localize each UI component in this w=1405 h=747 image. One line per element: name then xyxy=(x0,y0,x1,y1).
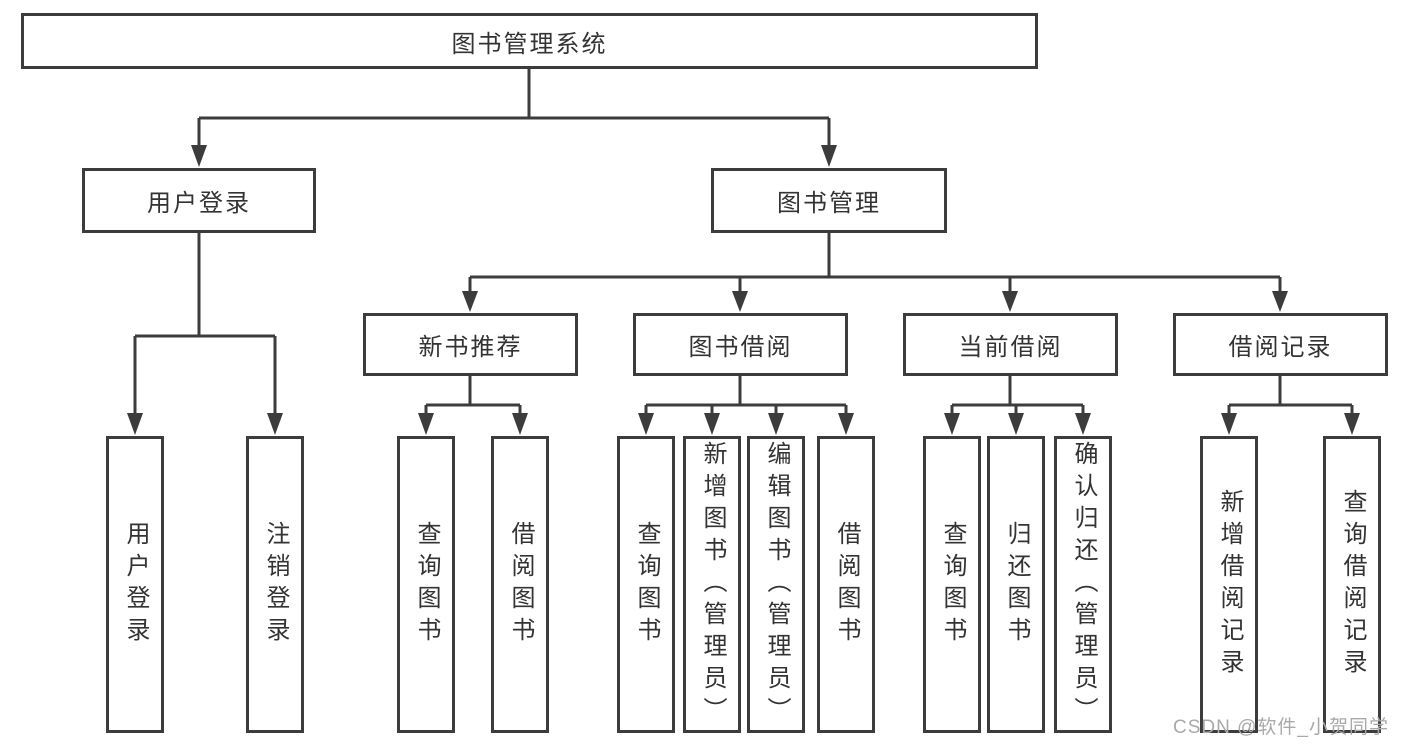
node-new-book-recommendation: 新书推荐 xyxy=(363,313,578,376)
node-leaf-query-books-recommend: 查询图书 xyxy=(397,436,455,733)
node-leaf-user-login: 用户登录 xyxy=(106,436,164,733)
node-label: 查询借阅记录 xyxy=(1339,488,1366,681)
node-leaf-return-book: 归还图书 xyxy=(987,436,1045,733)
node-current-borrowing: 当前借阅 xyxy=(903,313,1118,376)
node-label: 查询图书 xyxy=(939,520,966,649)
node-book-borrowing: 图书借阅 xyxy=(633,313,848,376)
node-user-login: 用户登录 xyxy=(82,168,316,233)
node-leaf-logout: 注销登录 xyxy=(246,436,304,733)
node-borrowing-records: 借阅记录 xyxy=(1173,313,1388,376)
node-leaf-edit-book-admin: 编辑图书（管理员） xyxy=(747,436,805,733)
node-label: 新书推荐 xyxy=(418,334,523,361)
node-label: 注销登录 xyxy=(262,520,289,649)
node-label: 图书管理系统 xyxy=(451,30,608,58)
node-book-management: 图书管理 xyxy=(711,168,947,233)
node-label: 图书借阅 xyxy=(688,334,793,361)
node-label: 借阅图书 xyxy=(507,520,534,649)
node-leaf-query-books-borrowing: 查询图书 xyxy=(617,436,675,733)
connector-arrowheads xyxy=(127,145,1360,435)
node-label: 用户登录 xyxy=(122,520,149,649)
node-label: 新增借阅记录 xyxy=(1216,488,1243,681)
node-label: 用户登录 xyxy=(147,190,251,217)
node-label: 查询图书 xyxy=(413,520,440,649)
node-label: 查询图书 xyxy=(633,520,660,649)
node-leaf-add-book-admin: 新增图书（管理员） xyxy=(683,436,741,733)
node-label: 编辑图书（管理员） xyxy=(763,440,790,729)
node-label: 借阅记录 xyxy=(1228,334,1333,361)
node-leaf-query-borrow-record: 查询借阅记录 xyxy=(1323,436,1381,733)
csdn-watermark: CSDN @软件_小贺同学 xyxy=(1173,717,1389,738)
node-label: 当前借阅 xyxy=(958,334,1063,361)
node-library-management-system: 图书管理系统 xyxy=(21,13,1038,69)
node-label: 图书管理 xyxy=(777,190,881,217)
node-leaf-borrow-books-recommend: 借阅图书 xyxy=(491,436,549,733)
node-label: 归还图书 xyxy=(1003,520,1030,649)
node-leaf-add-borrow-record: 新增借阅记录 xyxy=(1200,436,1258,733)
node-leaf-query-books-current: 查询图书 xyxy=(923,436,981,733)
node-leaf-borrow-books-borrowing: 借阅图书 xyxy=(817,436,875,733)
node-label: 新增图书（管理员） xyxy=(699,440,726,729)
node-label: 确认归还（管理员） xyxy=(1070,440,1097,729)
node-leaf-confirm-return-admin: 确认归还（管理员） xyxy=(1054,436,1112,733)
node-label: 借阅图书 xyxy=(833,520,860,649)
